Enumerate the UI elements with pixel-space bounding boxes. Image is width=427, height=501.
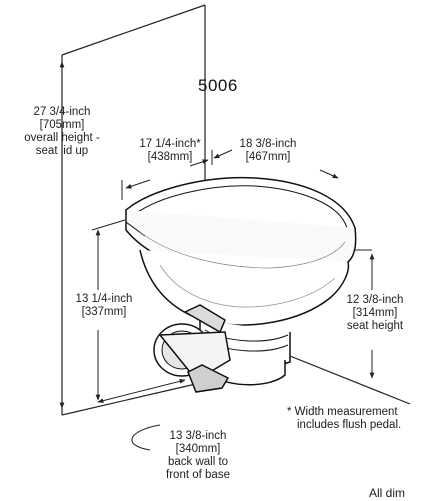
- depth-label: 18 3/8-inch [467mm]: [239, 138, 297, 163]
- model-number: 5006: [198, 76, 238, 95]
- width-label: 17 1/4-inch* [438mm]: [139, 138, 201, 163]
- bowl-height-label: 13 1/4-inch [337mm]: [75, 293, 133, 318]
- width-dimension: [121, 150, 213, 200]
- wall-to-base-label: 13 3/8-inch [340mm] back wall to front o…: [166, 430, 230, 481]
- width-footnote: * Width measurement includes flush pedal…: [287, 406, 402, 431]
- depth-dimension: [213, 149, 339, 179]
- flush-pedal: [153, 304, 231, 393]
- dimensions-note-fragment: All dim: [369, 486, 406, 500]
- overall-height-label: 27 3/4-inch [705mm] overall height - sea…: [24, 106, 100, 157]
- wall-to-base-dimension: [97, 378, 186, 451]
- seat-height-label: 12 3/8-inch [314mm] seat height: [346, 294, 404, 332]
